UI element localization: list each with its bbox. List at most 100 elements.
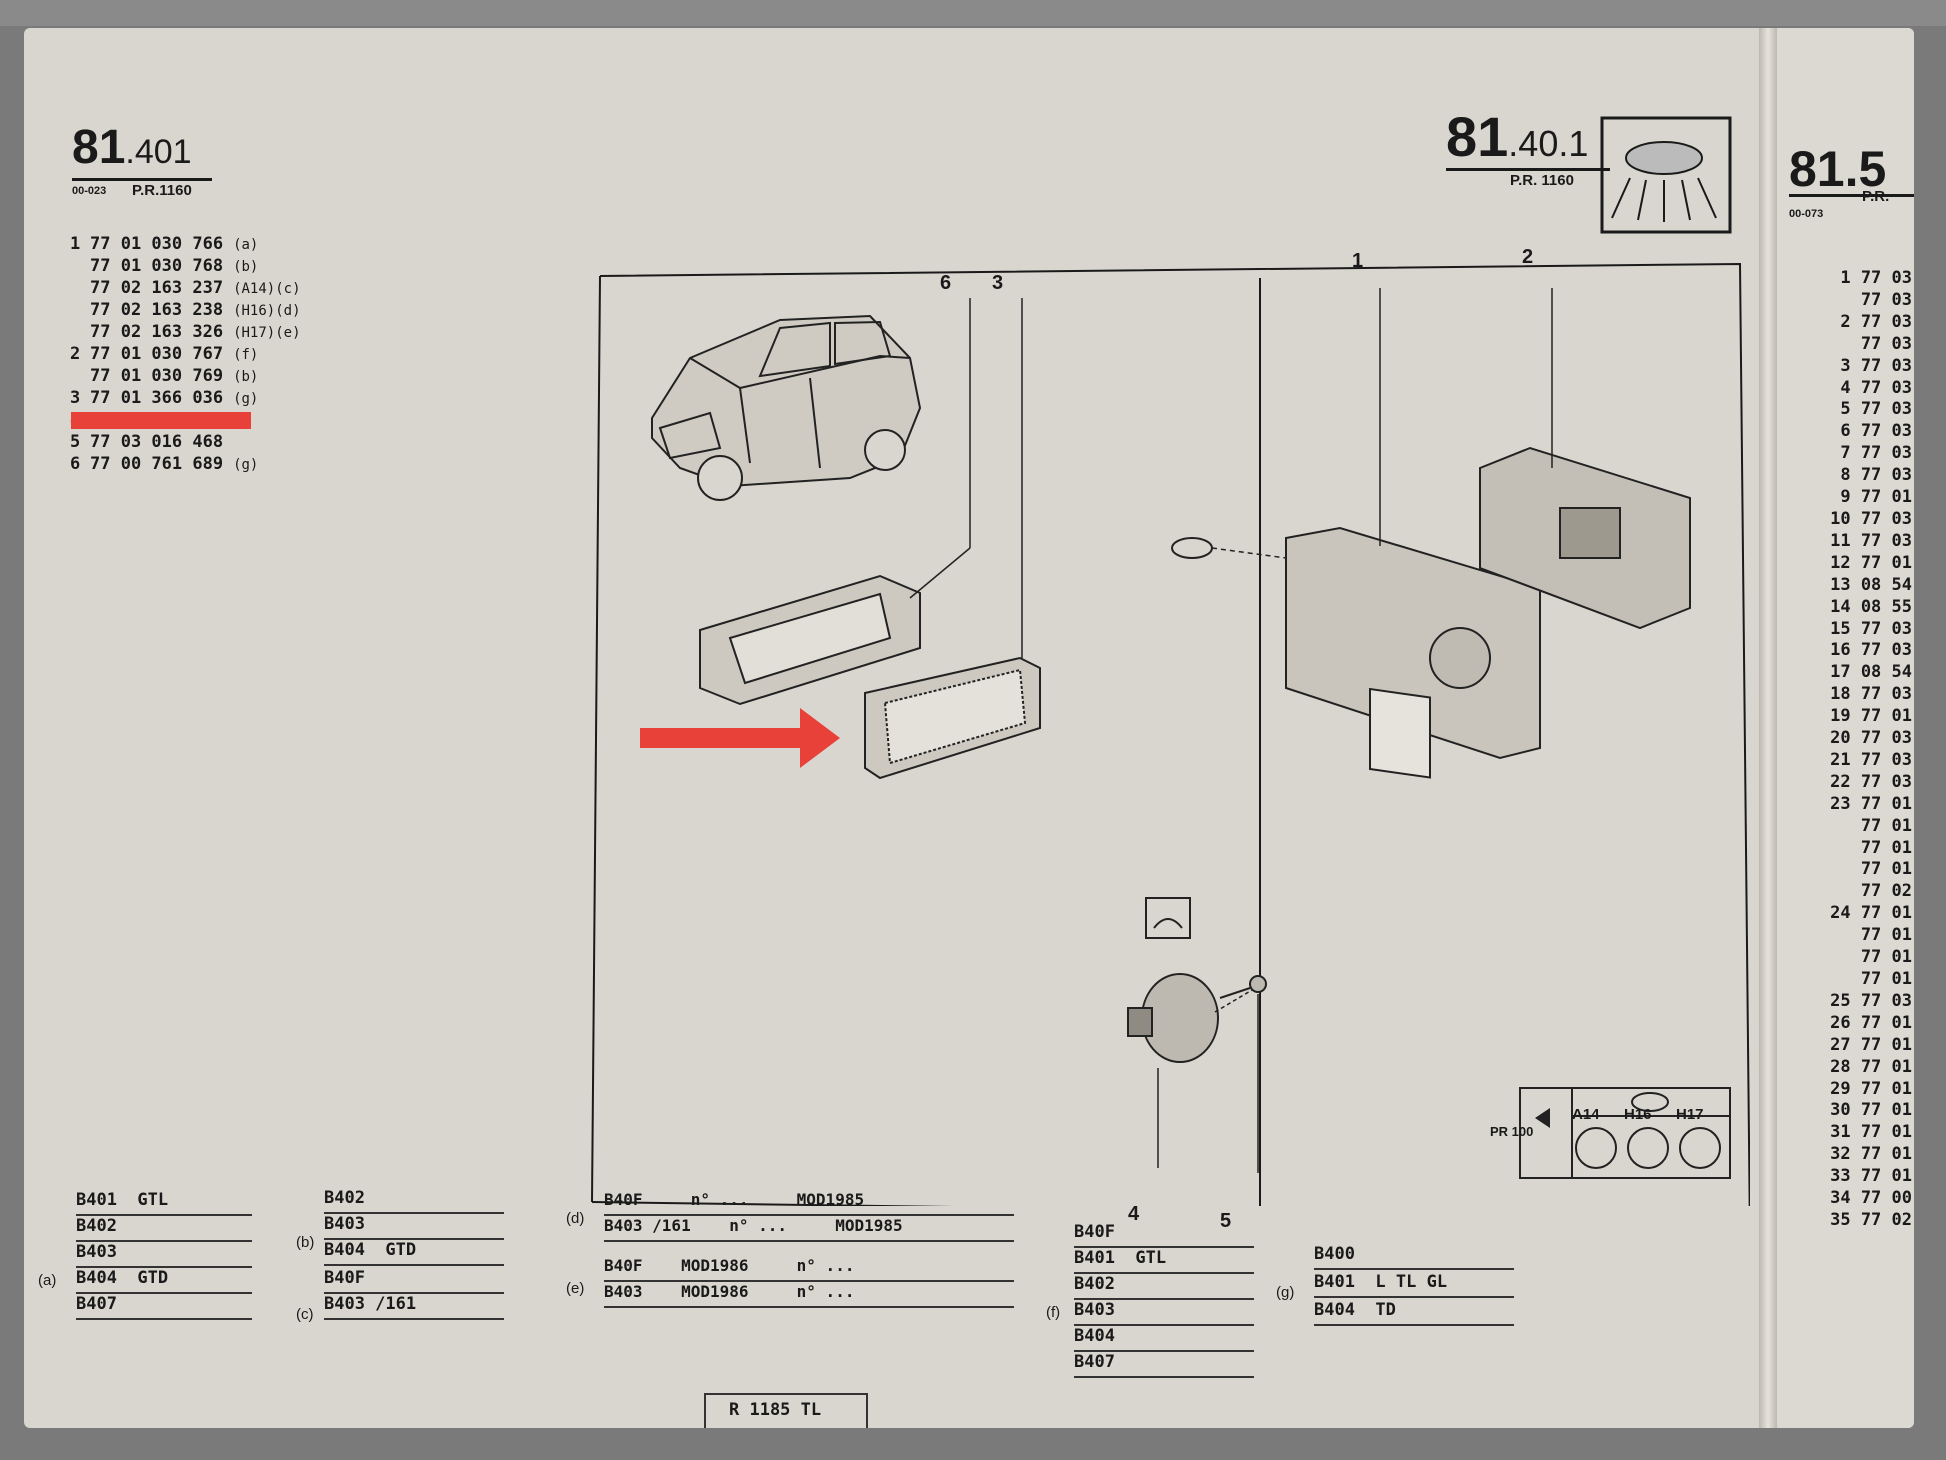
part-ref: 6 <box>70 454 81 474</box>
next-page-row: 31 77 01 <box>1830 1122 1912 1143</box>
left-header-pr: P.R.1160 <box>132 182 192 199</box>
right-header-rule <box>1446 168 1610 171</box>
part-ref: 1 <box>70 234 81 254</box>
part-number: 77 01 030 767 <box>90 344 224 364</box>
next-page-row: 77 01 <box>1860 947 1912 968</box>
legend-row: B404 GTD <box>324 1240 504 1266</box>
legend-row: B407 <box>76 1294 252 1320</box>
part-1-dome-panel <box>1285 526 1541 779</box>
parts-list-row: 2 77 01 030 767 (f) <box>70 344 301 366</box>
bulb-h16-label: H16 <box>1624 1106 1652 1123</box>
legend-a: (a) B401 GTL B402 B403 B404 GTD B407 <box>36 1190 256 1350</box>
legend-row: B40F <box>324 1268 504 1294</box>
part-number: 77 01 366 036 <box>90 388 224 408</box>
left-header-code: 00-023 <box>72 185 107 197</box>
left-page-number: 81.401 <box>72 120 192 175</box>
next-header-code: 00-073 <box>1789 208 1824 220</box>
bulb-spec-box <box>1519 1087 1731 1179</box>
highlight-arrow <box>640 708 840 768</box>
next-page-row: 77 02 <box>1860 881 1912 902</box>
next-page-row: 23 77 01 <box>1830 793 1912 814</box>
part-number: 77 02 163 326 <box>90 322 224 342</box>
photo-backdrop <box>0 0 1946 26</box>
exploded-parts-diagram <box>591 262 1750 1206</box>
next-page-row: 25 77 03 <box>1830 990 1912 1011</box>
legend-row: B403 <box>324 1214 504 1240</box>
part-ref: 2 <box>70 344 81 364</box>
part-note: (g) <box>233 391 259 407</box>
part-note: (g) <box>233 457 259 473</box>
part-note: (b) <box>233 369 259 385</box>
legend-row: B400 <box>1314 1244 1514 1270</box>
pr100-label: PR 100 <box>1490 1124 1534 1139</box>
part-2-lamp-holder <box>1479 446 1691 630</box>
bulb-h17-label: H17 <box>1676 1106 1704 1123</box>
next-page-row: 22 77 03 <box>1830 771 1912 792</box>
page-number-main: 81 <box>72 121 126 174</box>
part-number: 77 01 030 768 <box>90 256 224 276</box>
part-note: (f) <box>233 347 259 363</box>
footer-tab <box>704 1393 868 1428</box>
book-spine <box>1759 28 1777 1428</box>
next-page-number: 81.5 <box>1789 141 1887 197</box>
next-page-row: 15 77 03 <box>1830 618 1912 639</box>
next-page-row: 27 77 01 <box>1830 1034 1912 1055</box>
bulb-a14-label: A14 <box>1572 1106 1600 1123</box>
next-page-row: 77 01 <box>1860 859 1912 880</box>
parts-list-row: 6 77 00 761 689 (g) <box>70 454 301 476</box>
right-header-pr: P.R. 1160 <box>1510 172 1574 189</box>
part-number: 77 02 163 237 <box>90 278 224 298</box>
next-page-row: 16 77 03 <box>1830 640 1912 661</box>
next-page-row: 32 77 01 <box>1830 1144 1912 1165</box>
part-5-screw <box>1219 975 1267 999</box>
legend-row: B401 GTL <box>1074 1248 1254 1274</box>
next-page-row: 3 77 03 <box>1840 355 1912 376</box>
switch-symbol-icon <box>1145 897 1191 939</box>
next-page-row: 18 77 03 <box>1830 684 1912 705</box>
legend-row: B402 <box>76 1216 252 1242</box>
next-page-row: 77 03 <box>1860 289 1912 310</box>
next-page-row: 28 77 01 <box>1830 1056 1912 1077</box>
legend-f: (f) B40F B401 GTL B402 B403 B404 B407 <box>1044 1222 1264 1392</box>
legend-row: B403 MOD1986 n° ... <box>604 1282 1014 1308</box>
callout-6: 6 <box>940 272 952 294</box>
part-ref: 5 <box>70 432 81 452</box>
page-number-suffix: .40.1 <box>1508 123 1589 164</box>
next-page-row: 5 77 03 <box>1840 399 1912 420</box>
legend-g: (g) B400 B401 L TL GL B404 TD <box>1274 1244 1524 1354</box>
legend-row: B403 <box>1074 1300 1254 1326</box>
legend-row: B401 L TL GL <box>1314 1272 1514 1298</box>
next-page-row: 6 77 03 <box>1840 421 1912 442</box>
legend-row: B404 TD <box>1314 1300 1514 1326</box>
next-page-row: 19 77 01 <box>1830 706 1912 727</box>
parts-list-row: 77 02 163 238(H16)(d) <box>70 300 301 322</box>
callout-4: 4 <box>1128 1203 1140 1225</box>
next-page-row: 21 77 03 <box>1830 749 1912 770</box>
page-footer: R 1185 TL <box>729 1400 822 1420</box>
part-number: 77 00 761 689 <box>90 454 224 474</box>
legend-key: (f) <box>1046 1304 1061 1321</box>
next-page-row: 13 08 54 <box>1830 574 1912 595</box>
next-page-row: 77 01 <box>1860 815 1912 836</box>
part-note: (A14)(c) <box>233 281 301 297</box>
next-page-row: 77 01 <box>1860 969 1912 989</box>
part-number: 77 03 016 468 <box>90 432 224 452</box>
legend-row: B402 <box>324 1188 504 1214</box>
next-page-row: 77 01 <box>1860 837 1912 858</box>
part-number: 77 02 163 238 <box>90 300 224 320</box>
car-illustration <box>651 314 922 501</box>
next-page-row: 11 77 03 <box>1830 530 1912 551</box>
catalog-page: 81.401 00-023 P.R.1160 81 .40.1 P.R. 1160… <box>24 28 1914 1428</box>
part-note: (H17)(e) <box>233 325 301 341</box>
legend-row: B401 GTL <box>76 1190 252 1216</box>
next-page-row: 4 77 03 <box>1840 377 1912 398</box>
left-header-rule <box>72 178 212 181</box>
next-header-pr: P.R. <box>1862 188 1890 205</box>
next-page <box>1777 28 1914 1428</box>
next-page-row: 17 08 54 <box>1830 662 1912 683</box>
callout-3: 3 <box>992 272 1004 294</box>
part-6-lamp-housing <box>699 574 921 706</box>
